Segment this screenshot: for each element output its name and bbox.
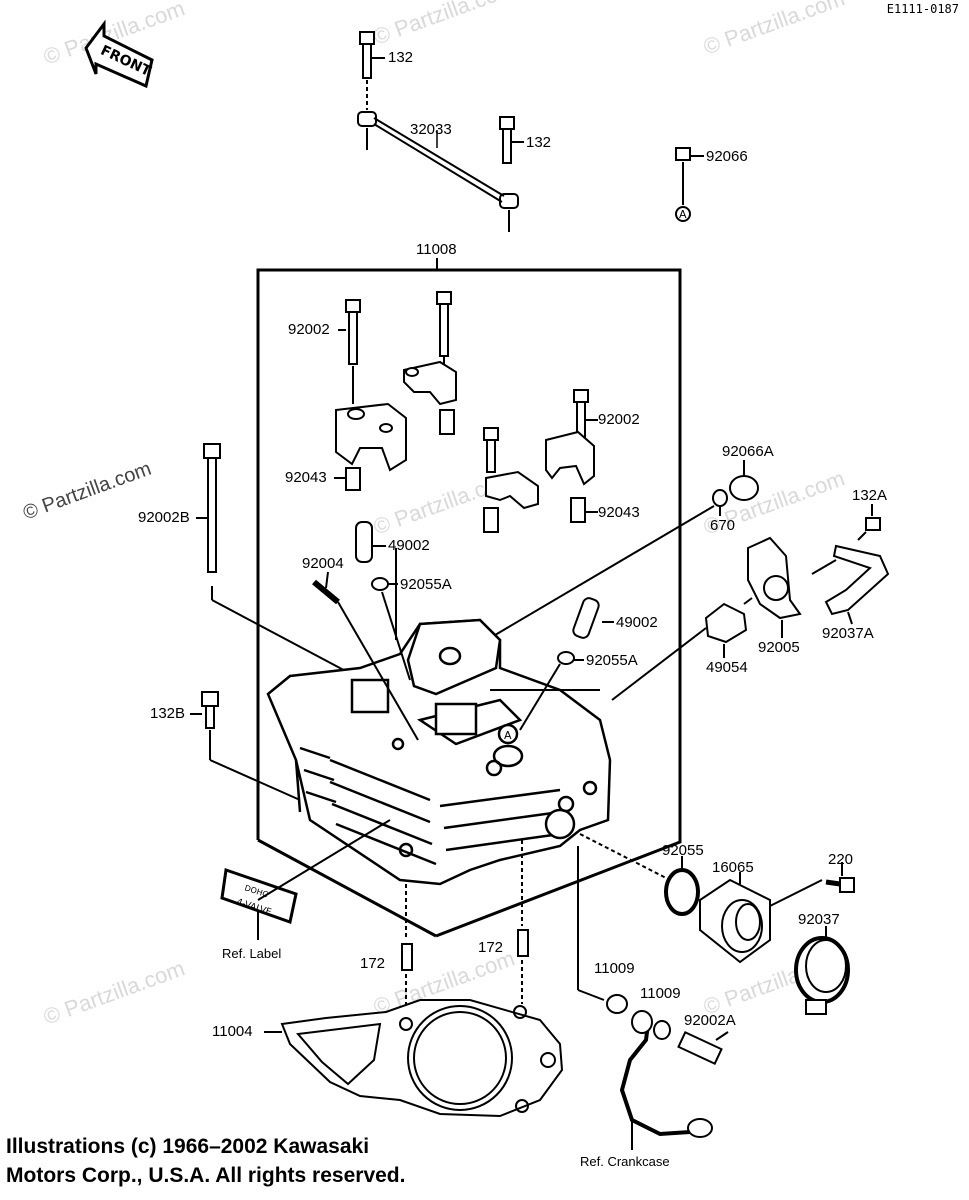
label-49002-right: 49002 xyxy=(616,614,658,631)
bolt-132A xyxy=(857,504,881,541)
stay-32033 xyxy=(357,111,519,232)
label-ref-label: Ref. Label xyxy=(222,946,282,961)
label-92002B: 92002B xyxy=(138,509,190,526)
oil-pipe xyxy=(577,846,729,1138)
plug-92066A xyxy=(729,460,759,501)
front-arrow-icon: FRONT xyxy=(84,19,154,89)
bolt-220 xyxy=(825,862,855,893)
oring-92055A-right xyxy=(557,651,584,665)
label-92055: 92055 xyxy=(662,842,704,859)
label-92004: 92004 xyxy=(302,555,344,572)
label-32033: 32033 xyxy=(410,121,452,138)
oring-670 xyxy=(489,489,728,639)
bolt-132-right xyxy=(499,116,524,164)
callout-a-head: A xyxy=(504,729,512,742)
label-decal: DOHC 4-VALVE xyxy=(220,819,391,940)
cam-cap-center-low xyxy=(483,470,539,533)
bolt-132-top xyxy=(359,31,385,110)
bolt-center-top xyxy=(436,291,452,372)
oring-92055 xyxy=(579,833,700,916)
label-11009-a: 11009 xyxy=(594,960,635,977)
copyright-line-2: Motors Corp., U.S.A. All rights reserved… xyxy=(6,1164,406,1187)
diagram-code: E1111-0187 xyxy=(886,2,959,16)
label-11009-b: 11009 xyxy=(640,985,681,1002)
cam-cap-right xyxy=(545,430,598,523)
bolt-92002-left xyxy=(338,299,361,404)
tensioner-49002-left xyxy=(355,521,386,563)
label-49002-left: 49002 xyxy=(388,537,430,554)
label-92005: 92005 xyxy=(758,639,800,656)
oring-92055A-left xyxy=(371,577,398,591)
label-92043-right: 92043 xyxy=(598,504,640,521)
label-92037A: 92037A xyxy=(822,625,874,642)
label-92055A-left: 92055A xyxy=(400,576,452,593)
label-92066A: 92066A xyxy=(722,443,774,460)
clamp-92037 xyxy=(794,926,850,1015)
bolt-132B xyxy=(190,691,219,729)
copyright-line-1: Illustrations (c) 1966–2002 Kawasaki xyxy=(6,1135,370,1158)
outlet-16065 xyxy=(699,872,823,964)
label-132B: 132B xyxy=(150,705,186,722)
label-16065: 16065 xyxy=(712,859,754,876)
stud-92004 xyxy=(312,571,340,605)
thermostat-49054 xyxy=(611,597,753,701)
label-172-left: 172 xyxy=(360,955,386,972)
label-92043-left: 92043 xyxy=(285,469,327,486)
label-220: 220 xyxy=(828,851,854,868)
label-92066: 92066 xyxy=(706,148,748,165)
label-92037: 92037 xyxy=(798,911,840,928)
cam-cap-upper-center xyxy=(403,360,457,435)
label-11008: 11008 xyxy=(416,241,457,258)
label-92055A-right: 92055A xyxy=(586,652,638,669)
thermostat-cover-92005 xyxy=(747,536,802,638)
label-49054: 49054 xyxy=(706,659,748,676)
label-11004: 11004 xyxy=(212,1023,253,1040)
plug-92066 xyxy=(675,147,704,222)
label-172-right: 172 xyxy=(478,939,504,956)
bolt-center-mid xyxy=(483,427,499,473)
assembly-box-11008 xyxy=(256,268,682,938)
label-132-top: 132 xyxy=(388,49,414,66)
label-92002-left: 92002 xyxy=(288,321,330,338)
label-670: 670 xyxy=(710,517,736,534)
callout-a-plug: A xyxy=(679,208,687,221)
label-132-right: 132 xyxy=(526,134,552,151)
dowel-172-left xyxy=(401,884,413,1012)
head-gasket-11004 xyxy=(264,999,564,1118)
bracket-92037A xyxy=(824,544,890,625)
tensioner-49002-right xyxy=(572,597,614,639)
cylinder-head-11008 xyxy=(266,618,612,886)
label-132A: 132A xyxy=(852,487,888,504)
cam-cap-left xyxy=(335,402,407,491)
label-92002-right: 92002 xyxy=(598,411,640,428)
label-ref-crankcase: Ref. Crankcase xyxy=(580,1154,670,1169)
label-92002A: 92002A xyxy=(684,1012,736,1029)
dowel-172-right xyxy=(517,840,529,1004)
